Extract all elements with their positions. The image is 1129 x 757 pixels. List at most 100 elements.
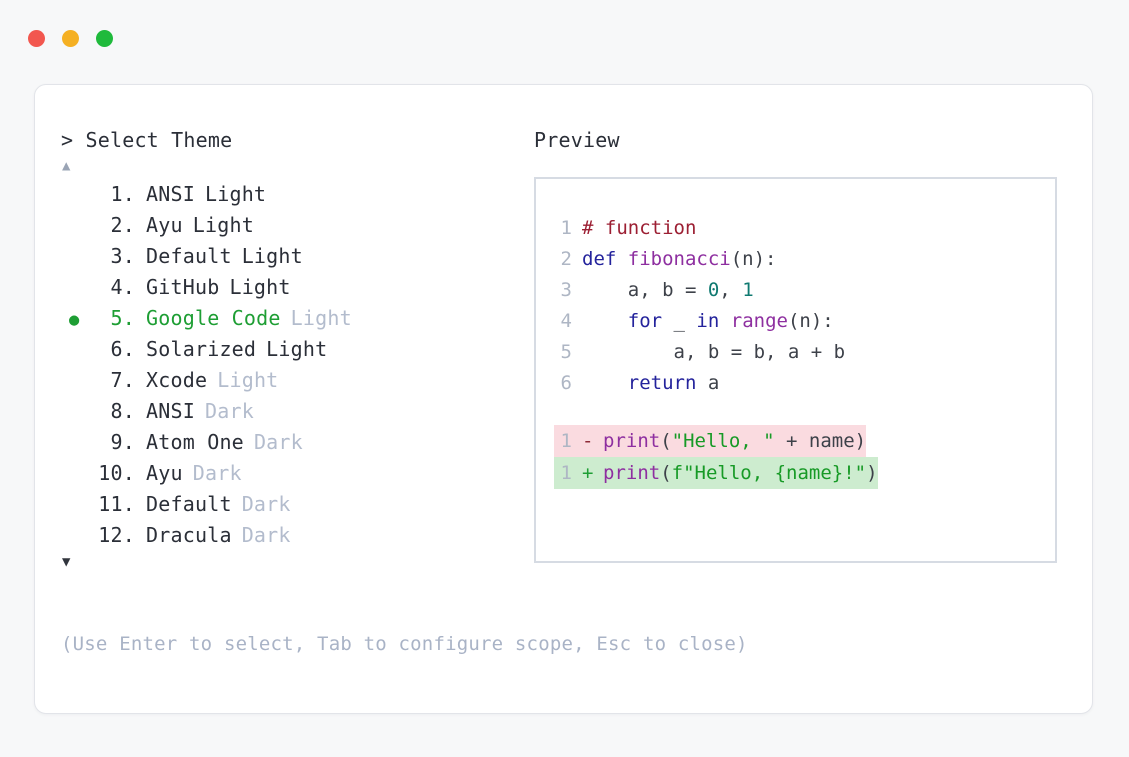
theme-item-index: 10.	[98, 461, 135, 485]
theme-item-name: Google Code	[146, 306, 281, 330]
theme-item-name: ANSI	[146, 399, 195, 423]
theme-item-name: Dracula	[146, 523, 232, 547]
scroll-up-icon[interactable]: ▲	[62, 158, 71, 174]
code-line-text: a, b = b, a + b	[582, 337, 846, 368]
window-controls	[28, 30, 113, 47]
theme-item-index: 8.	[110, 399, 135, 423]
line-number: 1	[560, 462, 572, 484]
theme-list-item[interactable]: 4. GitHub Light	[61, 272, 531, 303]
theme-item-variant: Light	[204, 182, 267, 206]
code-token: print	[603, 430, 661, 452]
theme-item-name: Solarized	[146, 337, 257, 361]
line-number: 5	[560, 341, 572, 363]
theme-list-item[interactable]: 8. ANSI Dark	[61, 396, 531, 427]
theme-list-item[interactable]: ● 5. Google Code Light	[61, 303, 531, 334]
theme-item-variant: Dark	[241, 523, 291, 547]
theme-item-variant: Light	[290, 306, 352, 330]
theme-item-name: ANSI	[146, 182, 195, 206]
theme-list-item[interactable]: 11. Default Dark	[61, 489, 531, 520]
code-line: 1 # function	[536, 213, 1055, 244]
code-token: _	[662, 310, 697, 332]
line-number: 4	[560, 310, 572, 332]
code-token: fibonacci	[627, 248, 731, 270]
code-token	[582, 372, 628, 394]
theme-list-item[interactable]: 2. Ayu Light	[61, 210, 531, 241]
theme-item-variant: Dark	[204, 399, 254, 423]
page-title: > Select Theme	[61, 128, 233, 152]
theme-item-variant: Dark	[241, 492, 291, 516]
code-token: # function	[582, 217, 697, 239]
theme-item-index: 1.	[110, 182, 135, 206]
close-dot[interactable]	[28, 30, 45, 47]
code-line-text: def fibonacci(n):	[582, 244, 776, 275]
theme-item-index: 9.	[110, 430, 135, 454]
line-number: 1	[560, 430, 572, 452]
theme-item-variant: Light	[229, 275, 291, 299]
scroll-down-icon[interactable]: ▼	[62, 554, 71, 570]
keyboard-hint: (Use Enter to select, Tab to configure s…	[61, 633, 748, 655]
code-token: return	[627, 372, 697, 394]
code-token: 0	[707, 279, 720, 301]
theme-item-index: 2.	[110, 213, 135, 237]
code-token: 1	[742, 279, 754, 301]
diff-line-highlight: 1+print(f"Hello, {name}!")	[554, 457, 878, 489]
theme-item-index: 5.	[110, 306, 135, 330]
code-token: a	[696, 372, 720, 394]
diff-line-removed: 1-print("Hello, " + name)	[536, 425, 1055, 457]
code-token: ,	[719, 279, 743, 301]
line-number: 1	[560, 217, 572, 239]
code-line-text: a, b = 0, 1	[582, 275, 754, 306]
theme-list-item[interactable]: 9. Atom One Dark	[61, 427, 531, 458]
theme-item-index: 3.	[110, 244, 135, 268]
code-token: (n):	[730, 248, 777, 270]
theme-item-index: 11.	[98, 492, 135, 516]
diff-line-added: 1+print(f"Hello, {name}!")	[536, 457, 1055, 489]
theme-item-name: Ayu	[146, 213, 183, 237]
theme-item-name: Atom One	[146, 430, 244, 454]
line-number: 2	[560, 248, 572, 270]
code-line: 4 for _ in range(n):	[536, 306, 1055, 337]
code-token: (n):	[787, 310, 834, 332]
preview-label: Preview	[534, 128, 620, 152]
theme-item-index: 4.	[110, 275, 135, 299]
code-line-text: for _ in range(n):	[582, 306, 834, 337]
theme-item-variant: Light	[192, 213, 254, 237]
code-line: 3 a, b = 0, 1	[536, 275, 1055, 306]
code-token: (	[660, 462, 672, 484]
code-token: "Hello, "	[671, 430, 775, 452]
theme-item-variant: Dark	[253, 430, 303, 454]
theme-item-name: GitHub	[146, 275, 220, 299]
code-token: (	[660, 430, 672, 452]
theme-item-index: 12.	[98, 523, 135, 547]
theme-list-item[interactable]: 1. ANSI Light	[61, 179, 531, 210]
code-token: in	[696, 310, 720, 332]
minimize-dot[interactable]	[62, 30, 79, 47]
maximize-dot[interactable]	[96, 30, 113, 47]
code-token: a, b =	[582, 279, 708, 301]
code-line: 6 return a	[536, 368, 1055, 399]
theme-list-item[interactable]: 12. Dracula Dark	[61, 520, 531, 551]
code-token	[582, 310, 628, 332]
code-line: 5 a, b = b, a + b	[536, 337, 1055, 368]
code-token: a, b = b, a + b	[582, 341, 846, 363]
diff-sign: -	[582, 430, 594, 452]
code-token: print	[603, 462, 661, 484]
code-line: 2 def fibonacci(n):	[536, 244, 1055, 275]
code-token: )	[866, 462, 878, 484]
theme-item-name: Default	[146, 244, 232, 268]
code-token: def	[582, 248, 628, 270]
selected-marker-icon: ●	[69, 310, 80, 330]
code-token: for	[627, 310, 663, 332]
code-token: f"Hello, {name}!"	[671, 462, 867, 484]
diff-block: 1-print("Hello, " + name)1+print(f"Hello…	[536, 425, 1055, 489]
theme-item-name: Default	[146, 492, 232, 516]
